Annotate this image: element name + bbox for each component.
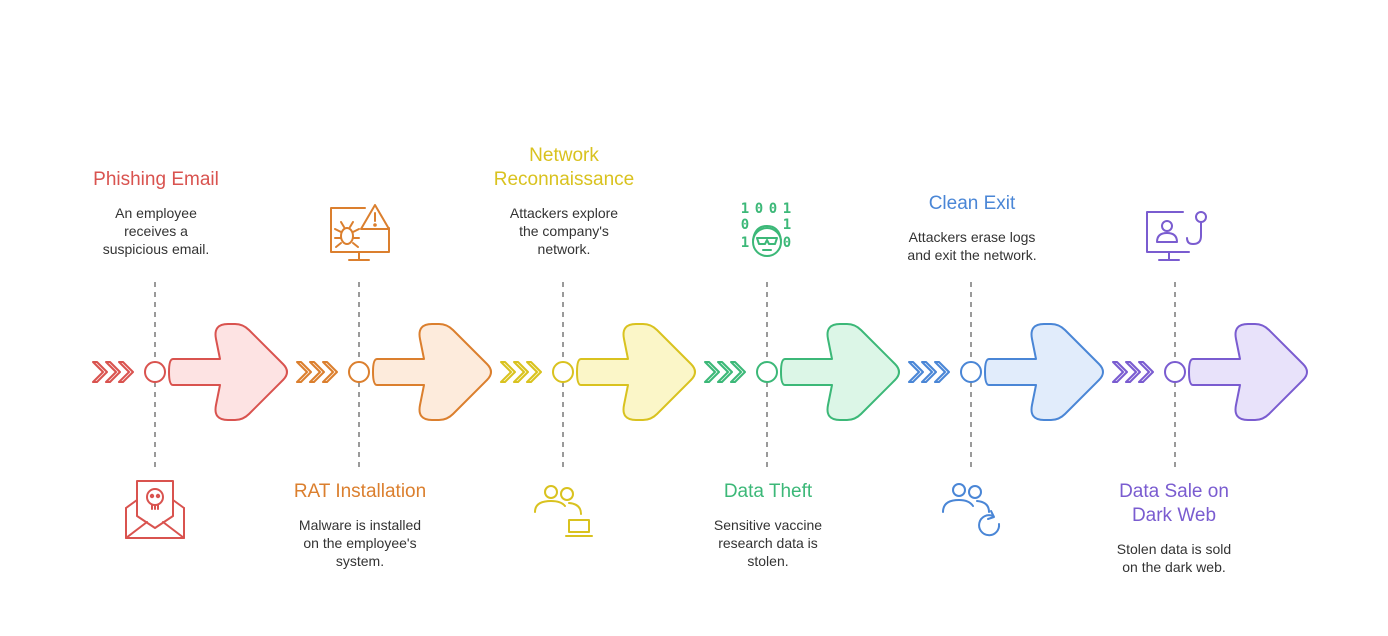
stage-phishing-email: Phishing Email An employee receives a su… [70, 168, 242, 258]
chevron-icon [296, 361, 312, 383]
bug-legs [334, 221, 360, 248]
bug-body [340, 227, 354, 245]
user-head [544, 485, 558, 499]
milestone-marker [1164, 361, 1186, 383]
binary-digit: 1 [741, 201, 749, 217]
stage-description: Attackers explore the company's network. [509, 205, 619, 257]
binary-digit: 0 [783, 235, 791, 251]
chevron-icon [1125, 361, 1141, 383]
envelope-skull-icon [125, 480, 185, 539]
chevron-icon [513, 361, 529, 383]
stage-title: Data Theft [723, 481, 813, 502]
skull-eye [149, 493, 155, 499]
arrow-shape [372, 323, 492, 421]
stage-data-sale-on-dark-web: Data Sale on Dark Web Stolen data is sol… [1086, 480, 1262, 576]
hacker-glasses [756, 237, 778, 245]
stage-title: RAT Installation [293, 481, 427, 502]
chevron-icon [908, 361, 924, 383]
envelope-body [125, 507, 185, 539]
refresh-arrowhead [987, 510, 995, 520]
monitor-screen [1146, 211, 1190, 253]
user-body [976, 500, 990, 513]
warning-triangle [360, 204, 390, 230]
stage-description: An employee receives a suspicious email. [102, 205, 210, 257]
stage-title: Data Sale on Dark Web [1119, 481, 1229, 526]
monitor-stand [348, 251, 370, 261]
binary-digit: 0 [769, 201, 777, 217]
user-head [1161, 220, 1173, 232]
monitor-stand [1158, 251, 1180, 261]
user-head [952, 483, 966, 497]
hook-ring [1195, 211, 1207, 223]
monitor-screen [330, 207, 390, 253]
fishing-hook [1186, 221, 1202, 245]
stage-title: Clean Exit [928, 193, 1016, 214]
milestone-marker [144, 361, 166, 383]
binary-digit: 1 [741, 235, 749, 251]
users-refresh-icon [942, 483, 1001, 537]
arrow-shape [168, 323, 288, 421]
stage-data-theft: Data Theft Sensitive vaccine research da… [678, 480, 858, 570]
user-body [942, 499, 974, 513]
chevron-icon [118, 361, 134, 383]
user-body [534, 500, 566, 513]
refresh-arc [978, 514, 1001, 537]
user-head [968, 485, 982, 499]
monitor-user-hook-icon [1146, 211, 1207, 261]
user-head [560, 487, 574, 501]
stage-description: Sensitive vaccine research data is stole… [713, 517, 823, 569]
chevron-icon [322, 361, 338, 383]
users-laptop-icon [534, 485, 593, 537]
stage-title: Network Reconnaissance [493, 145, 635, 190]
hacker-hood [752, 225, 782, 241]
binary-digit: 1 [783, 201, 791, 217]
envelope-fold [125, 521, 185, 539]
stage-arrows [92, 323, 1308, 421]
envelope-flap [125, 499, 185, 509]
stage-rat-installation: RAT Installation Malware is installed on… [270, 480, 450, 570]
letter-paper [136, 480, 174, 529]
chevron-icon [526, 361, 542, 383]
laptop-screen [568, 519, 590, 533]
milestone-marker [552, 361, 574, 383]
skull-teeth [151, 504, 159, 510]
binary-digit: 0 [755, 201, 763, 217]
chevron-icon [92, 361, 108, 383]
skull-head [146, 488, 164, 506]
hacker-head [752, 227, 782, 257]
arrow-shape [576, 323, 696, 421]
chevron-icon [921, 361, 937, 383]
chevron-icon [934, 361, 950, 383]
binary-digit: 1 [783, 217, 791, 233]
stage-clean-exit: Clean Exit Attackers erase logs and exit… [882, 192, 1062, 264]
stage-title: Phishing Email [93, 169, 219, 190]
chevron-icon [309, 361, 325, 383]
monitor-bug-warning-icon [330, 204, 390, 261]
arrow-shape [780, 323, 900, 421]
chevron-icon [717, 361, 733, 383]
milestone-marker [960, 361, 982, 383]
chevron-icon [105, 361, 121, 383]
chevron-icon [500, 361, 516, 383]
arrow-shape [1188, 323, 1308, 421]
stage-description: Stolen data is sold on the dark web. [1116, 541, 1232, 575]
warning-dot [373, 223, 377, 227]
chevron-icon [1112, 361, 1128, 383]
chevron-icon [730, 361, 746, 383]
stage-description: Attackers erase logs and exit the networ… [907, 229, 1037, 263]
chevron-icon [1138, 361, 1154, 383]
binary-digit: 0 [741, 217, 749, 233]
user-body [568, 502, 582, 515]
chevron-icon [704, 361, 720, 383]
stage-description: Malware is installed on the employee's s… [298, 517, 422, 569]
milestone-marker [756, 361, 778, 383]
arrow-shape [984, 323, 1104, 421]
skull-eye [155, 493, 161, 499]
user-body [1156, 232, 1178, 243]
stage-network-reconnaissance: Network Reconnaissance Attackers explore… [474, 144, 654, 258]
milestone-marker [348, 361, 370, 383]
